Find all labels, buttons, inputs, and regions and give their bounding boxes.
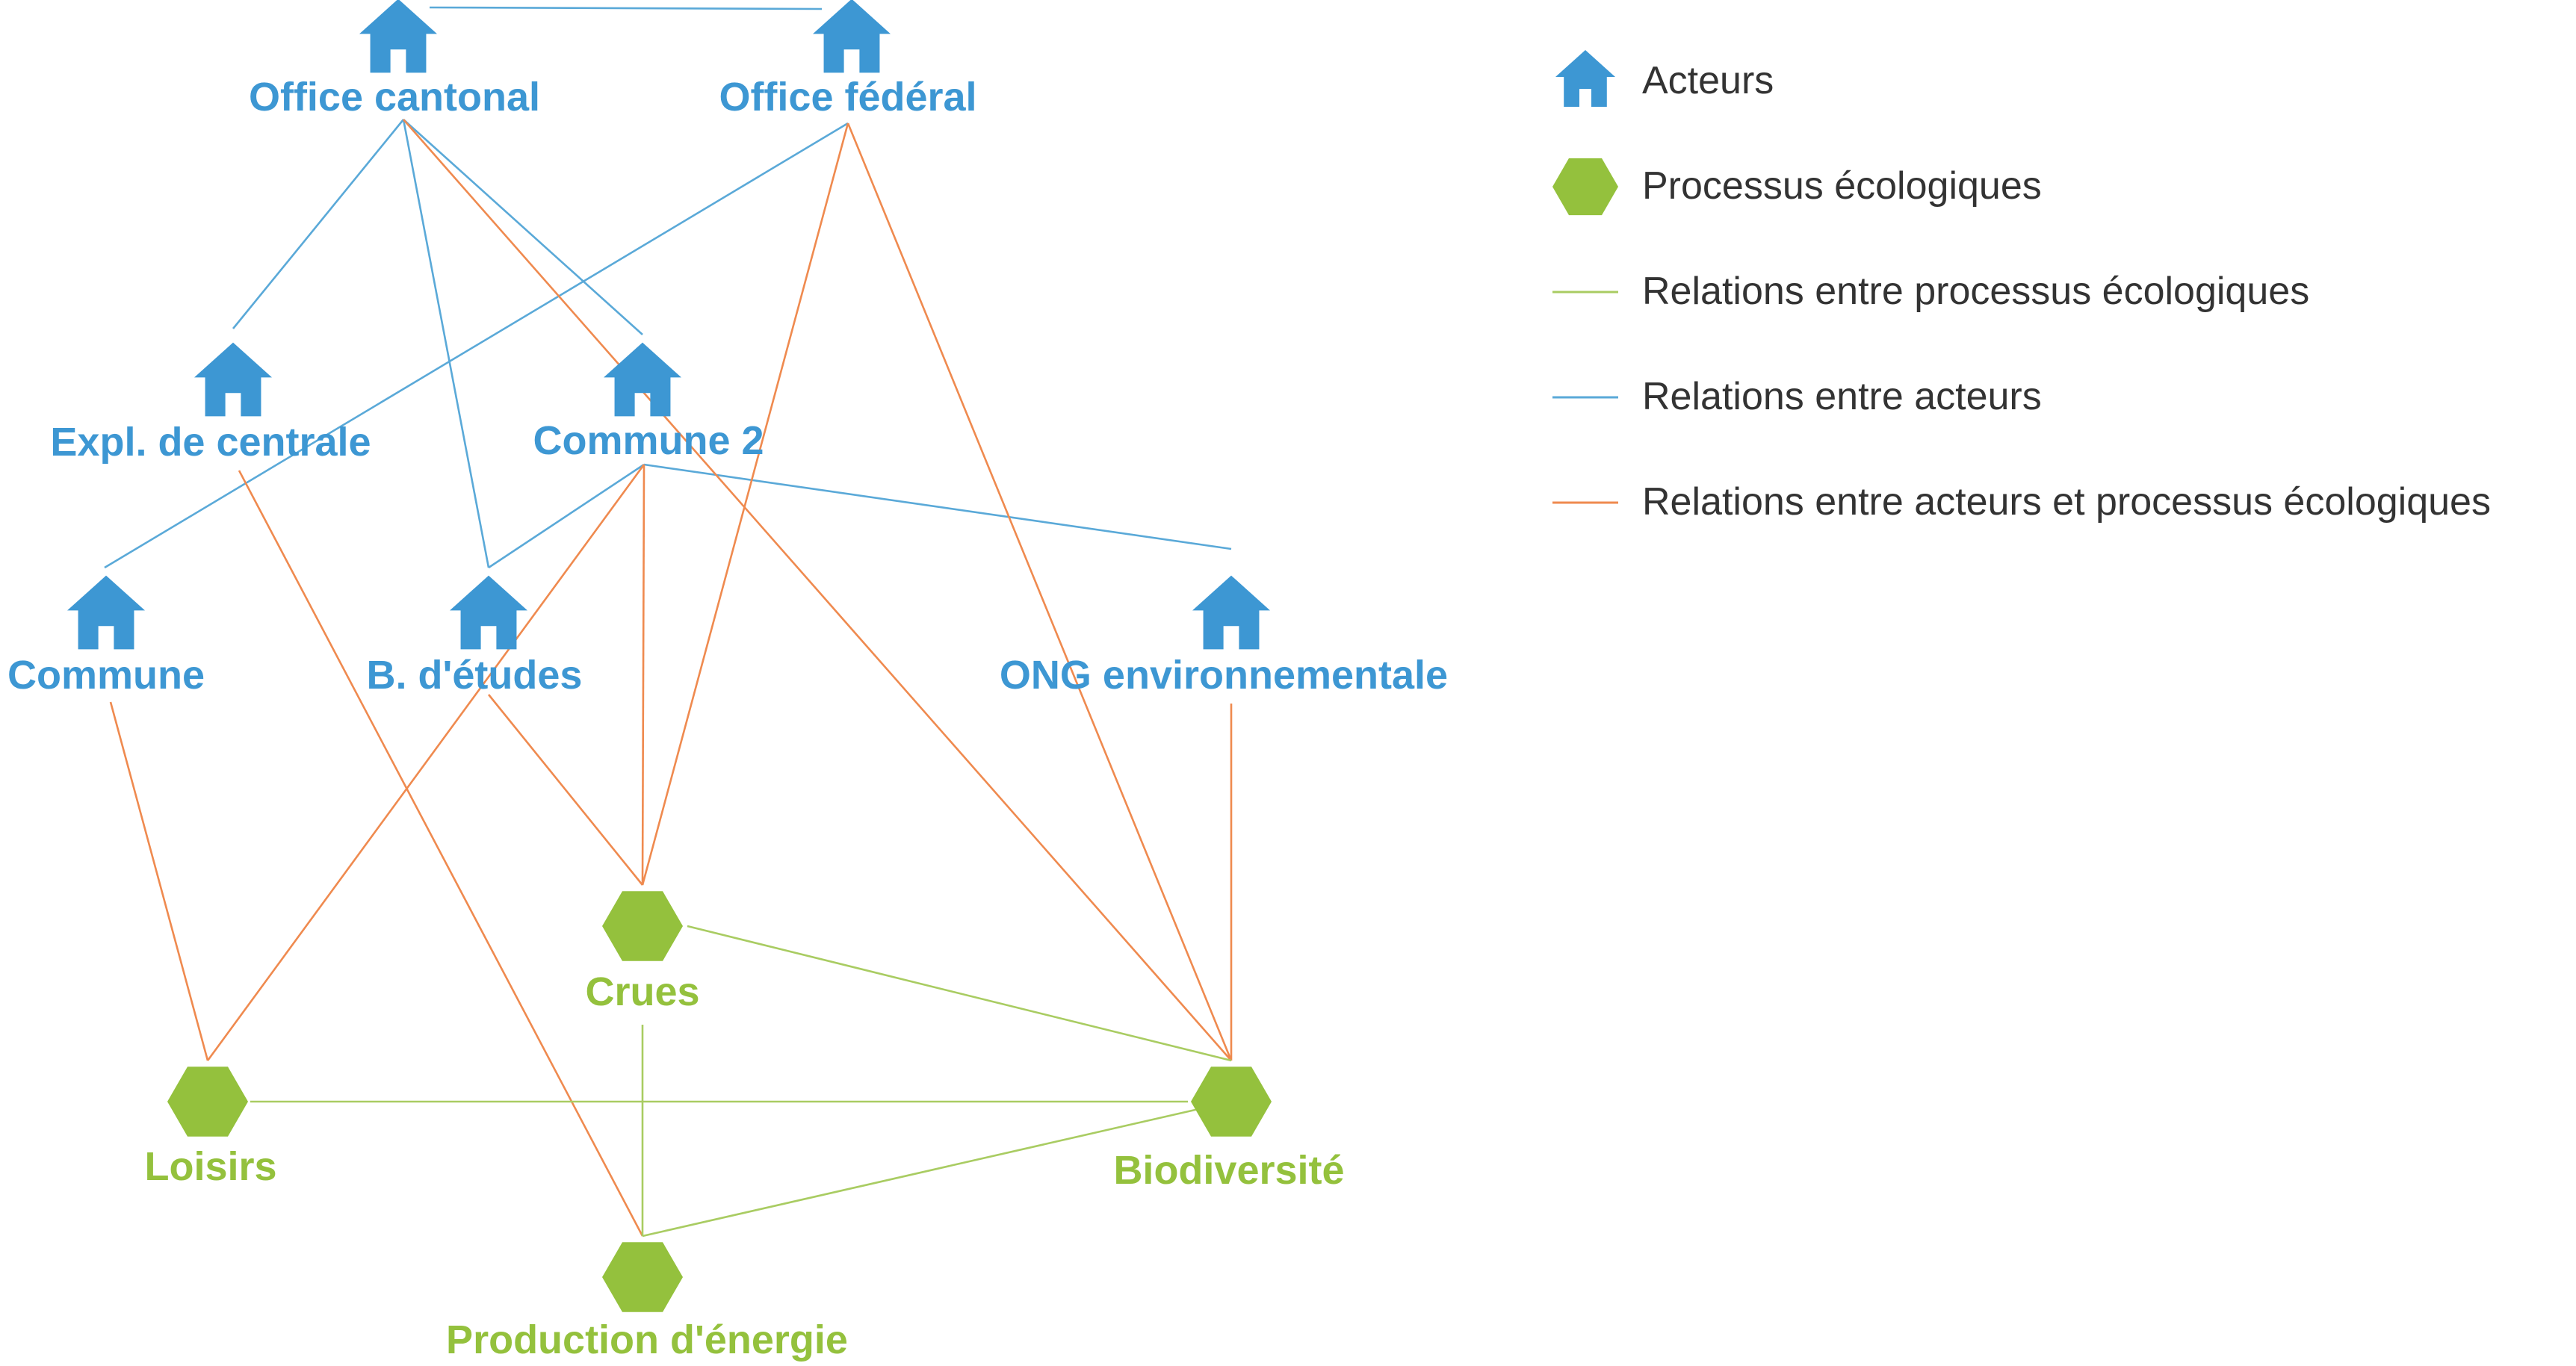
- actor-node-bureau: B. d'études: [367, 575, 583, 698]
- actor-node-ong: ONG environnementale: [1000, 575, 1448, 698]
- edge-cantonal-federal: [429, 6, 823, 10]
- edge-cantonal-expl: [232, 119, 405, 329]
- process-node-loisirs: Loisirs: [144, 1067, 277, 1189]
- edge-federal-biodiv: [846, 122, 1233, 1061]
- actor-label: Commune: [7, 653, 205, 698]
- legend-item-actor-process: Relations entre acteurs et processus éco…: [1552, 480, 2491, 524]
- hexagon-icon: [1552, 158, 1618, 216]
- edge-cantonal-commune2: [403, 119, 643, 335]
- legend-label: Relations entre processus écologiques: [1642, 270, 2309, 313]
- house-icon: [1192, 575, 1270, 650]
- process-label: Loisirs: [144, 1144, 276, 1189]
- actor-node-commune: Commune: [7, 575, 205, 698]
- house-icon: [1555, 50, 1615, 107]
- actor-node-expl: Expl. de centrale: [50, 342, 371, 465]
- legend-label: Relations entre acteurs et processus éco…: [1642, 480, 2491, 524]
- actor-label: ONG environnementale: [1000, 653, 1448, 698]
- legend-item-actor: Acteurs: [1555, 50, 1774, 107]
- edge-bureau-crues: [487, 694, 644, 886]
- edge-commune2-ong: [643, 463, 1232, 550]
- process-node-energie: Production d'énergie: [446, 1242, 848, 1362]
- actor-node-commune2: Commune 2: [533, 342, 764, 463]
- edge-commune2-bureau: [488, 463, 645, 569]
- legend-label: Relations entre acteurs: [1642, 375, 2042, 418]
- edge-commune-loisirs: [109, 701, 209, 1061]
- edge-commune2-loisirs: [206, 464, 645, 1061]
- edge-federal-crues: [641, 122, 849, 886]
- actor-label: B. d'études: [367, 653, 583, 698]
- edge-expl-energie: [238, 470, 644, 1237]
- house-icon: [67, 575, 145, 650]
- process-node-biodiv: Biodiversité: [1113, 1067, 1345, 1193]
- legend-item-process-process: Relations entre processus écologiques: [1552, 270, 2309, 313]
- edges-layer: [104, 6, 1233, 1238]
- process-label: Crues: [585, 969, 699, 1014]
- house-icon: [359, 0, 437, 73]
- edge-energie-biodiv: [642, 1100, 1232, 1238]
- house-icon: [604, 342, 681, 417]
- edge-federal-commune: [104, 122, 849, 569]
- actor-label: Office cantonal: [249, 75, 540, 119]
- house-icon: [194, 342, 272, 417]
- actor-node-federal: Office fédéral: [719, 0, 977, 119]
- actor-node-cantonal: Office cantonal: [249, 0, 540, 119]
- legend-label: Acteurs: [1642, 59, 1774, 102]
- house-icon: [813, 0, 891, 73]
- edge-cantonal-biodiv: [403, 119, 1232, 1061]
- legend-item-actor-actor: Relations entre acteurs: [1552, 375, 2042, 418]
- process-label: Production d'énergie: [446, 1317, 848, 1362]
- actor-label: Expl. de centrale: [50, 420, 371, 465]
- actor-label: Office fédéral: [719, 75, 976, 119]
- edge-cantonal-bureau: [402, 119, 490, 568]
- edge-commune2-crues: [641, 464, 645, 886]
- hexagon-icon: [167, 1067, 248, 1137]
- house-icon: [450, 575, 527, 650]
- hexagon-icon: [602, 891, 683, 961]
- hexagon-icon: [602, 1242, 683, 1312]
- actor-label: Commune 2: [533, 418, 764, 463]
- process-node-crues: Crues: [585, 891, 700, 1014]
- legend-label: Processus écologiques: [1642, 164, 2042, 208]
- process-label: Biodiversité: [1113, 1148, 1344, 1193]
- edge-crues-biodiv: [687, 925, 1232, 1062]
- hexagon-icon: [1191, 1067, 1272, 1137]
- legend-item-process: Processus écologiques: [1552, 158, 2042, 216]
